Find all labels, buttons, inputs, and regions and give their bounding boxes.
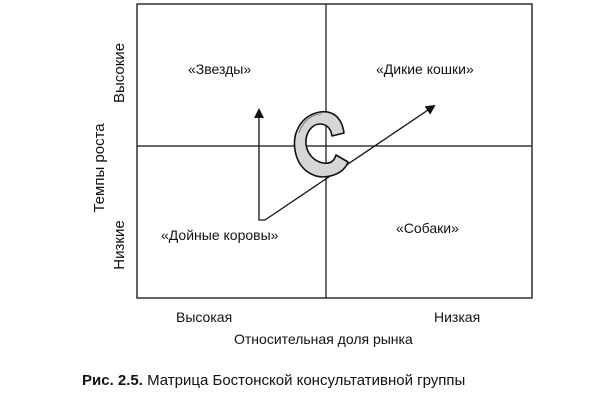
- y-axis-low-label: Низкие: [111, 220, 128, 270]
- y-axis-high-label: Высокие: [111, 42, 128, 104]
- x-axis-title: Относительная доля рынка: [234, 331, 413, 347]
- x-axis-high-label: Высокая: [176, 309, 233, 325]
- figure-title: Матрица Бостонской консультативной групп…: [147, 372, 466, 389]
- quadrant-wildcats-label: «Дикие кошки»: [376, 61, 474, 77]
- x-axis-low-label: Низкая: [434, 309, 481, 325]
- figure-number: Рис. 2.5.: [82, 372, 143, 389]
- y-axis-title: Темпы роста: [91, 123, 108, 213]
- arrow-cows-to-stars: [254, 108, 265, 221]
- c-logo-icon: [293, 110, 349, 178]
- quadrant-stars-label: «Звезды»: [188, 61, 252, 77]
- quadrant-dogs-label: «Собаки»: [396, 220, 459, 236]
- quadrant-cashcows-label: «Дойные коровы»: [161, 227, 279, 243]
- matrix-frame: [136, 3, 533, 299]
- arrow-cows-to-wildcats: [264, 104, 436, 221]
- figure-caption: Рис. 2.5. Матрица Бостонской консультати…: [82, 372, 465, 390]
